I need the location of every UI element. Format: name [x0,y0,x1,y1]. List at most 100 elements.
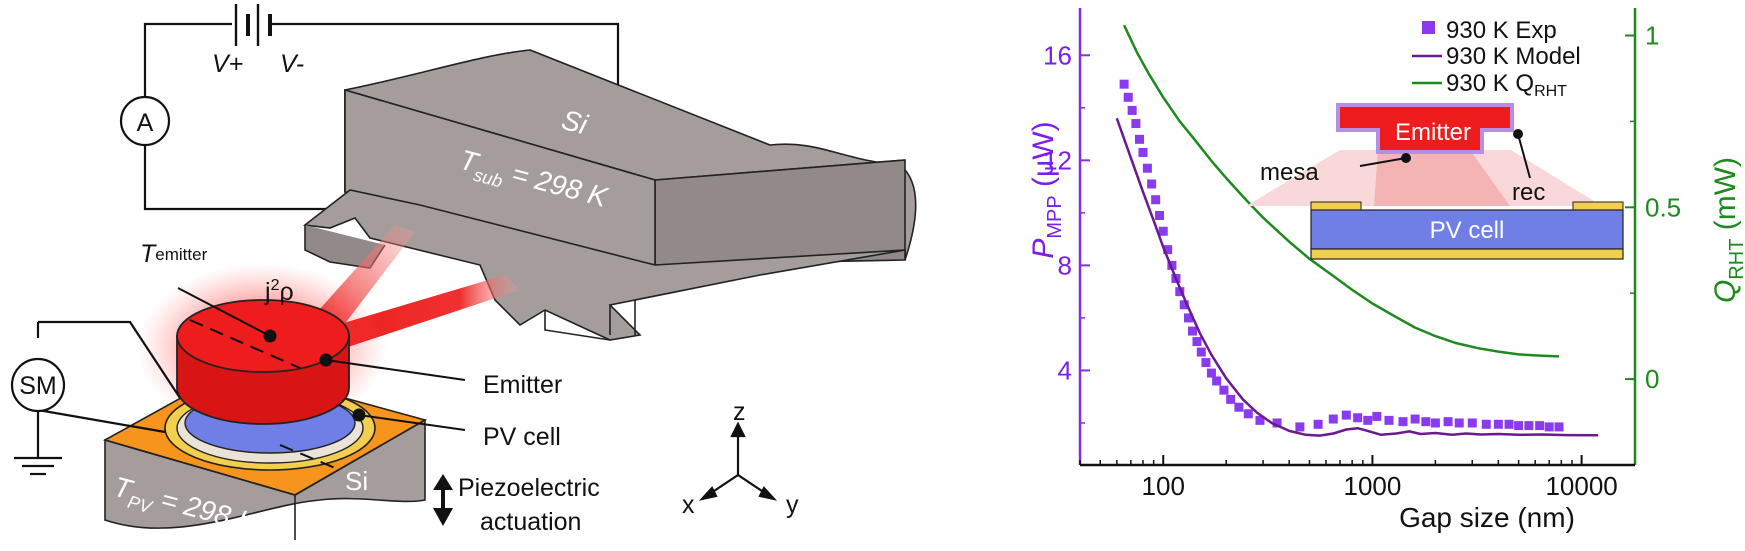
exp-data-point [1363,415,1373,425]
qrht-series-line [1122,24,1560,358]
inset-pv-cell [1310,209,1624,250]
x-tick-label: 1000 [1343,471,1401,501]
exp-data-point [1188,326,1198,336]
exp-data-point [1201,358,1211,368]
exp-data-point [1421,417,1431,427]
exp-data-point [1255,415,1265,425]
inset-contact-right [1572,201,1624,211]
wire-left-top [143,22,232,96]
inset-emitter-label: Emitter [1395,119,1471,146]
device-schematic: V+ V- A Si Tsub = 298 K [10,4,917,540]
cut-line-upper [189,319,301,369]
y-right-axis-title: QRHT (mW) [1709,157,1745,303]
model-series-line [1115,117,1599,437]
exp-data-point [1398,417,1408,427]
exp-data-point [1138,147,1148,157]
inset-mesa-cone [1374,150,1510,206]
exp-data-point [1151,195,1161,205]
x-tick-label: 10000 [1545,471,1617,501]
exp-data-point [1163,245,1173,255]
exp-data-point [1535,421,1545,431]
y-left-tick-label: 16 [1043,40,1072,70]
ammeter-label: A [137,109,154,137]
cut-line-lower [279,444,341,471]
exp-data-point [1147,179,1157,189]
exp-data-point [1123,92,1133,102]
v-plus-label: V+ [212,50,243,78]
battery-icon [234,4,272,46]
inset-rec-callout [1517,133,1531,179]
cantilever-support [302,189,906,341]
callouts [177,287,466,431]
exp-data-point [1372,411,1382,421]
exp-data-point [1493,419,1503,429]
exp-data-point [1134,134,1144,144]
chart-legend: 930 K Exp 930 K Model 930 K QRHT [1412,17,1581,100]
sourcemeter-icon: SM [10,357,66,413]
coordinate-axes [698,421,778,501]
exp-data-point [1179,300,1189,310]
exp-data-point [1196,347,1206,357]
v-minus-label: V- [280,50,304,78]
inset-pv-label: PV cell [1430,217,1505,244]
ammeter-icon: A [119,95,171,147]
si-bottom-label: Si [345,466,368,496]
inset-mesa-dot [1401,153,1411,163]
exp-data-point [1544,422,1554,432]
exp-data-point [1127,105,1137,115]
y-left-tick-label: 4 [1058,355,1072,385]
piezo-label-1: Piezoelectric [458,474,600,502]
inset-contact-left [1310,201,1362,211]
inset-rec-dot [1513,129,1523,139]
exp-data-point [1430,418,1440,428]
exp-data-point [1158,226,1168,236]
exp-data-point [1212,376,1222,386]
inset-mesa-callout [1359,157,1407,167]
inset-emitter [1336,103,1514,154]
exp-data-point [1272,418,1282,428]
emitter-disk [176,299,350,425]
x-axis-title: Gap size (nm) [1399,502,1575,533]
x-tick-label: 100 [1142,471,1185,501]
y-left-tick-label: 8 [1058,250,1072,280]
inset-back-contact [1310,248,1624,260]
exp-data-point [1142,163,1152,173]
wire-left-bottom [143,146,405,211]
exp-data-point [1131,119,1141,129]
exp-data-point [1313,419,1323,429]
exp-data-point [1384,415,1394,425]
joule-heating-label: j2ρ [264,277,294,306]
sourcemeter-label: SM [19,372,57,400]
piezo-arrow-icon [433,474,453,526]
exp-data-point [1175,287,1185,297]
exp-data-point [1183,313,1193,323]
exp-data-point [1119,79,1129,89]
exp-data-point [1443,417,1453,427]
y-left-axis-title: PMPP (μW) [1027,121,1066,258]
sm-circuit [14,320,181,476]
legend-label-exp: 930 K Exp [1446,17,1557,44]
exp-data-point [1155,210,1165,220]
exp-data-point [1410,414,1420,424]
piezo-label-2: actuation [480,508,581,536]
y-right-tick-label: 0 [1645,364,1659,394]
y-right-tick-label: 0.5 [1645,192,1681,222]
inset-rec-label: rec [1512,179,1545,206]
exp-data-point [1514,421,1524,431]
exp-data-point [1295,422,1305,432]
axis-y-label: y [786,491,799,519]
exp-data-point [1219,385,1229,395]
exp-data-point [1481,419,1491,429]
inset-mesa-label: mesa [1260,159,1319,186]
exp-data-point [1206,368,1216,378]
exp-data-point [1524,421,1534,431]
axis-z-label: z [733,398,746,426]
exp-data-point [1243,409,1253,419]
exp-data-point [1328,414,1338,424]
exp-data-point [1467,418,1477,428]
exp-data-point [1226,394,1236,404]
axis-x-label: x [682,491,695,519]
